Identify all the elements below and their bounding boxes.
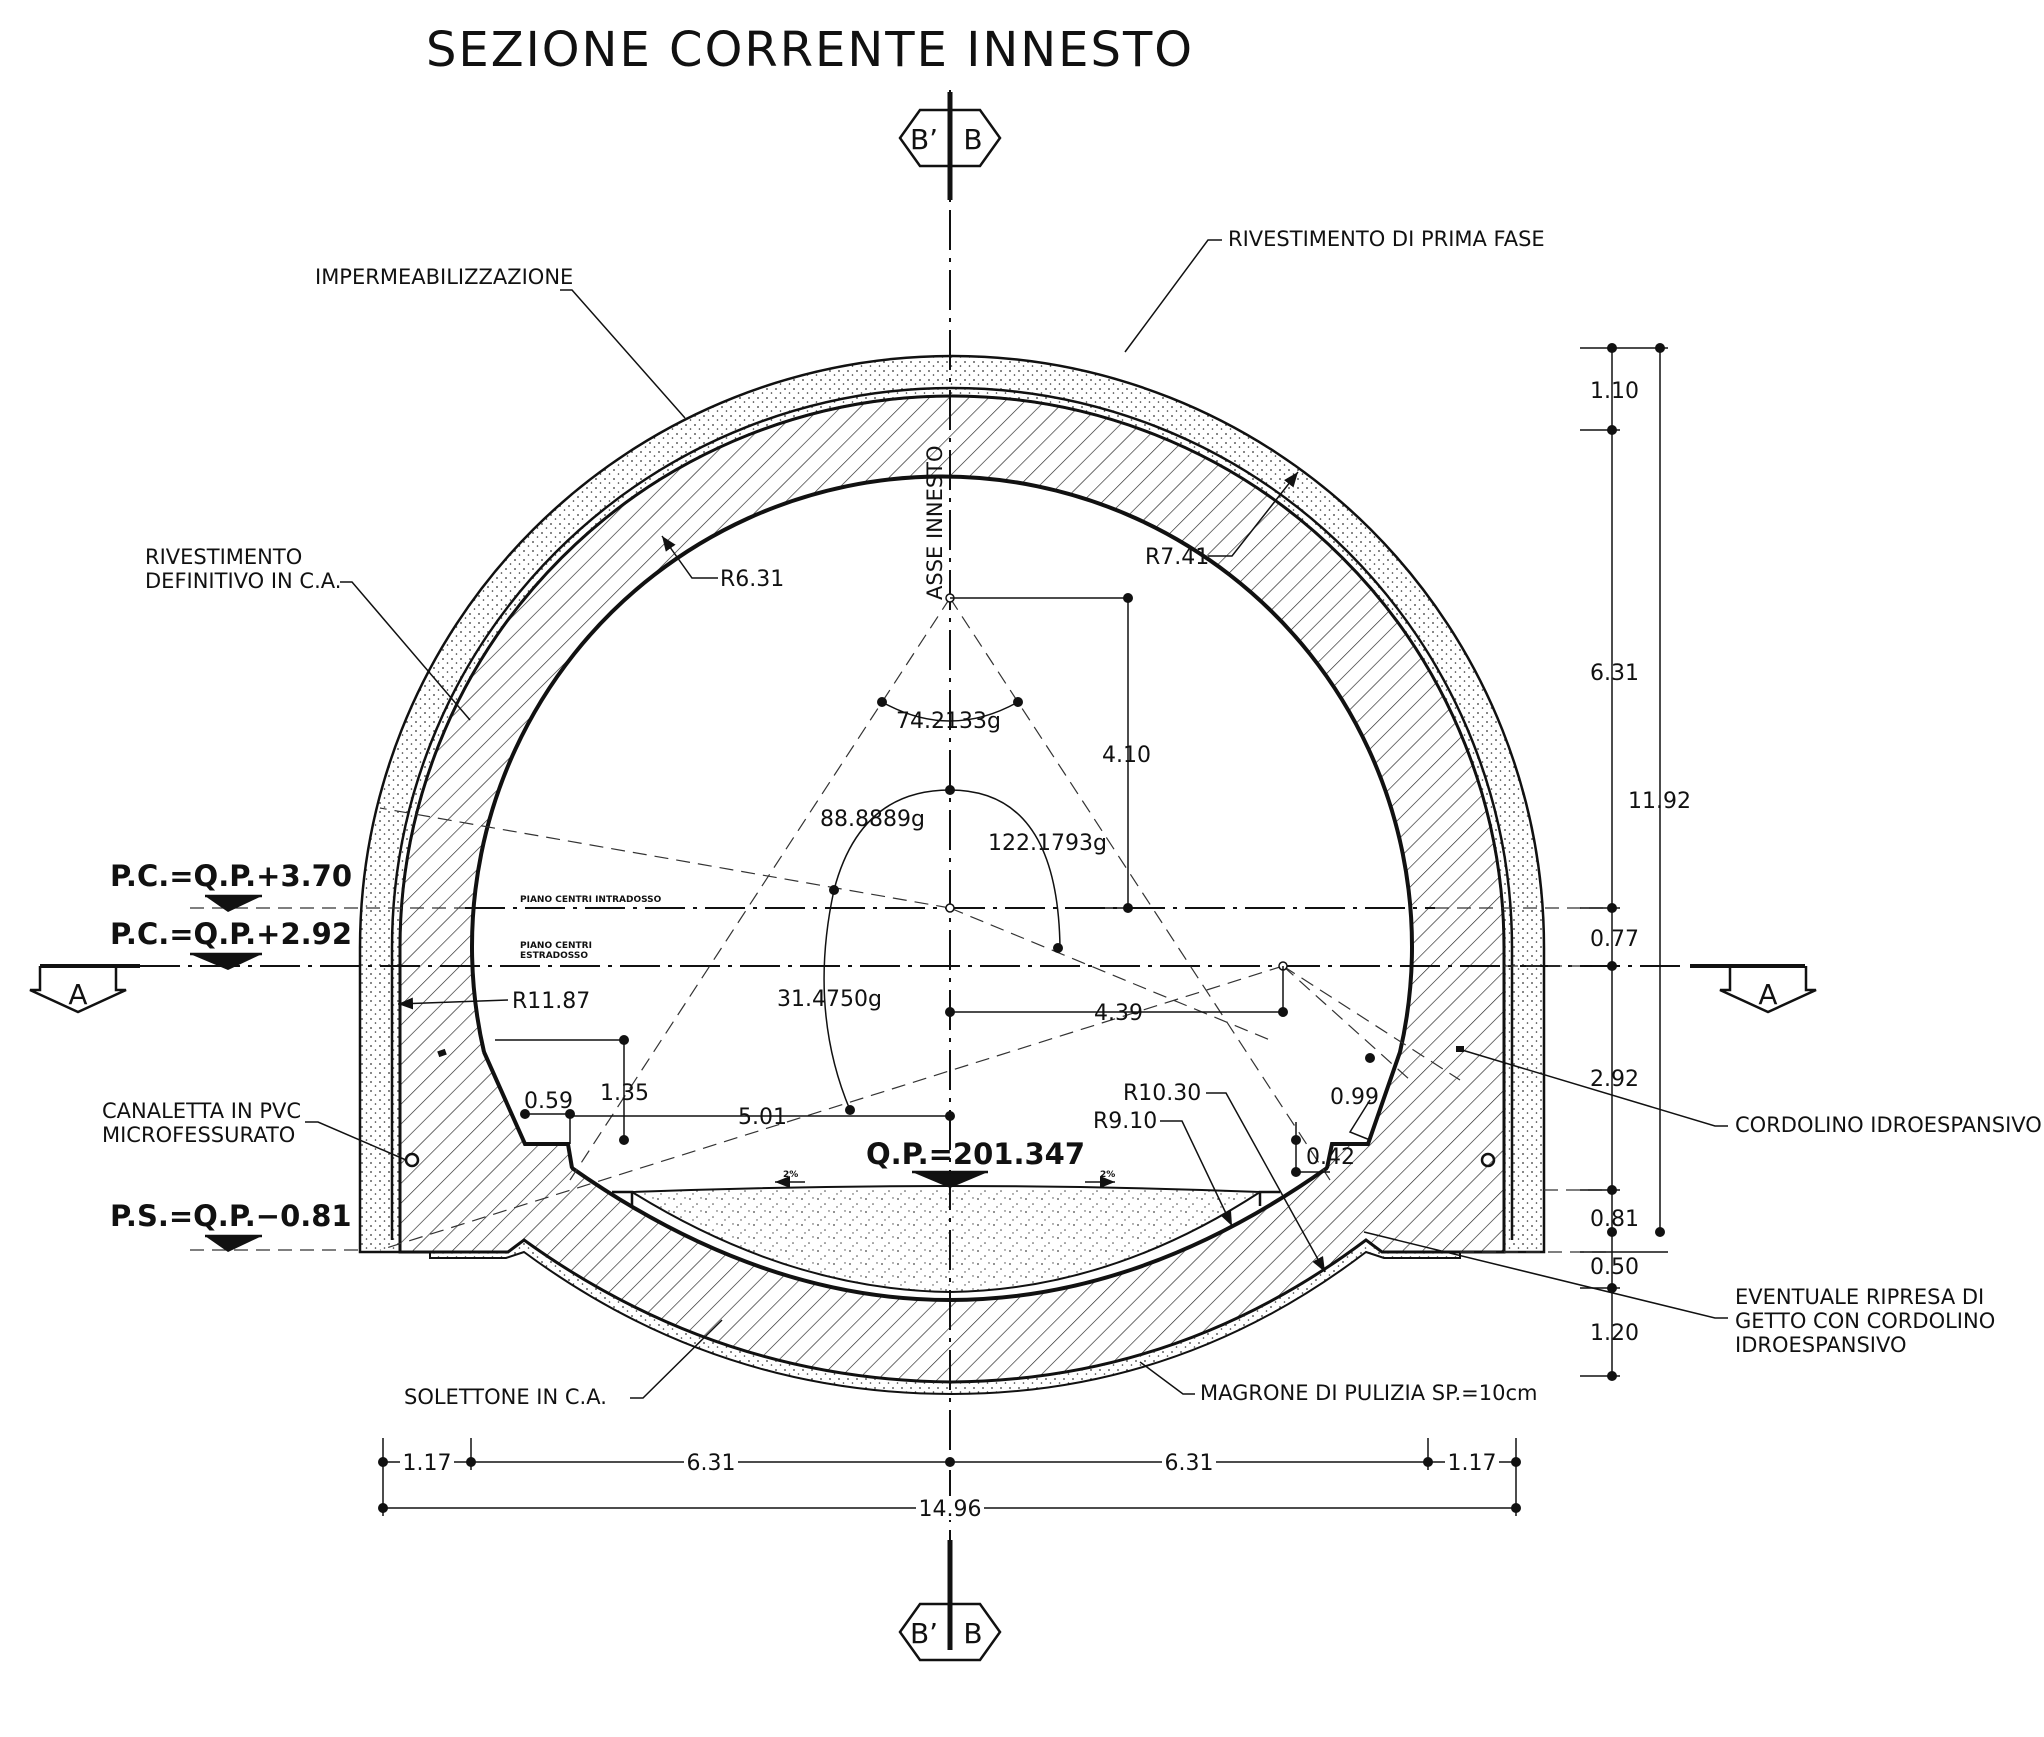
hdim-6-31-left: 6.31 xyxy=(687,1451,736,1476)
callout-canaletta-2: MICROFESSURATO xyxy=(102,1123,295,1147)
right-sidewall-step xyxy=(1325,1051,1402,1169)
hdim-6-31-right: 6.31 xyxy=(1165,1451,1214,1476)
angle-88: 88.8889g xyxy=(820,807,925,832)
callout-cordolino: CORDOLINO IDROESPANSIVO xyxy=(1735,1113,2042,1137)
radius-r741: R7.41 xyxy=(1145,545,1209,570)
section-marker-a-left: A xyxy=(29,966,127,1014)
dim-5-01: 5.01 xyxy=(738,1105,787,1130)
level-qp: Q.P.=201.347 xyxy=(866,1137,1085,1171)
drawing-title: SEZIONE CORRENTE INNESTO xyxy=(426,22,1194,78)
vdim-6-31: 6.31 xyxy=(1590,661,1639,686)
section-marker-bottom: B’ B xyxy=(898,1602,1002,1662)
svg-text:B’: B’ xyxy=(910,123,938,156)
section-marker-top: B’ B xyxy=(898,108,1002,168)
level-pc-extrados: P.C.=Q.P.+2.92 xyxy=(110,917,352,951)
hdim-total-14-96: 14.96 xyxy=(919,1497,982,1522)
level-pc-intrados: P.C.=Q.P.+3.70 xyxy=(110,859,352,893)
callout-impermeabilizzazione: IMPERMEABILIZZAZIONE xyxy=(315,265,573,289)
dim-0-42: 0.42 xyxy=(1306,1145,1355,1170)
vdim-total-11-92: 11.92 xyxy=(1628,789,1691,814)
vdim-2-92: 2.92 xyxy=(1590,1067,1639,1092)
callout-rivestimento-definitivo-1: RIVESTIMENTO xyxy=(145,545,302,569)
svg-text:B: B xyxy=(963,123,982,156)
radius-r1030: R10.30 xyxy=(1123,1081,1201,1106)
svg-text:A: A xyxy=(68,978,87,1011)
slope-right: 2% xyxy=(1100,1170,1115,1180)
vertical-dimension-chain xyxy=(1580,343,1668,1381)
section-marker-a-right: A xyxy=(1719,966,1817,1014)
vdim-1-20: 1.20 xyxy=(1590,1321,1639,1346)
callout-ripresa-3: IDROESPANSIVO xyxy=(1735,1333,1907,1357)
dim-0-99: 0.99 xyxy=(1330,1085,1379,1110)
vdim-0-50: 0.50 xyxy=(1590,1255,1639,1280)
vdim-0-81: 0.81 xyxy=(1590,1207,1639,1232)
svg-text:B: B xyxy=(963,1617,982,1650)
road-fill xyxy=(628,1185,1264,1294)
label-plane-extrados-2: ESTRADOSSO xyxy=(520,951,588,961)
dim-1-35: 1.35 xyxy=(600,1081,649,1106)
construction-lines xyxy=(190,597,1610,1253)
hdim-1-17-left: 1.17 xyxy=(403,1451,452,1476)
slope-left: 2% xyxy=(783,1170,798,1180)
angle-122: 122.1793g xyxy=(988,831,1107,856)
right-drain-pipe xyxy=(1480,1152,1496,1168)
svg-text:A: A xyxy=(1758,978,1777,1011)
left-sidewall-step xyxy=(482,1051,574,1169)
callout-rivestimento-definitivo-2: DEFINITIVO IN C.A. xyxy=(145,569,341,593)
level-ps: P.S.=Q.P.−0.81 xyxy=(110,1199,352,1233)
radius-r631: R6.31 xyxy=(720,567,784,592)
callout-rivestimento-prima-fase: RIVESTIMENTO DI PRIMA FASE xyxy=(1228,227,1545,251)
label-plane-intrados: PIANO CENTRI INTRADOSSO xyxy=(520,895,662,905)
vdim-0-77: 0.77 xyxy=(1590,927,1639,952)
dim-4-10: 4.10 xyxy=(1102,743,1151,768)
dim-4-39: 4.39 xyxy=(1094,1001,1143,1026)
vdim-1-10: 1.10 xyxy=(1590,379,1639,404)
dim-0-59: 0.59 xyxy=(524,1089,573,1114)
callout-ripresa-1: EVENTUALE RIPRESA DI xyxy=(1735,1285,1984,1309)
callout-canaletta-1: CANALETTA IN PVC xyxy=(102,1099,301,1123)
hdim-1-17-right: 1.17 xyxy=(1448,1451,1497,1476)
label-plane-extrados-1: PIANO CENTRI xyxy=(520,941,592,951)
svg-text:B’: B’ xyxy=(910,1617,938,1650)
radius-r1187: R11.87 xyxy=(512,989,590,1014)
label-asse-innesto: ASSE INNESTO xyxy=(923,445,947,600)
angle-31: 31.4750g xyxy=(777,987,882,1012)
callout-magrone: MAGRONE DI PULIZIA SP.=10cm xyxy=(1200,1381,1537,1405)
waterproofing-line xyxy=(390,386,1514,1240)
lean-concrete-layer xyxy=(429,1238,1461,1396)
intrados-arc xyxy=(470,474,1414,1053)
radius-r910: R9.10 xyxy=(1093,1109,1157,1134)
callout-ripresa-2: GETTO CON CORDOLINO xyxy=(1735,1309,1995,1333)
callout-solettone: SOLETTONE IN C.A. xyxy=(404,1385,607,1409)
